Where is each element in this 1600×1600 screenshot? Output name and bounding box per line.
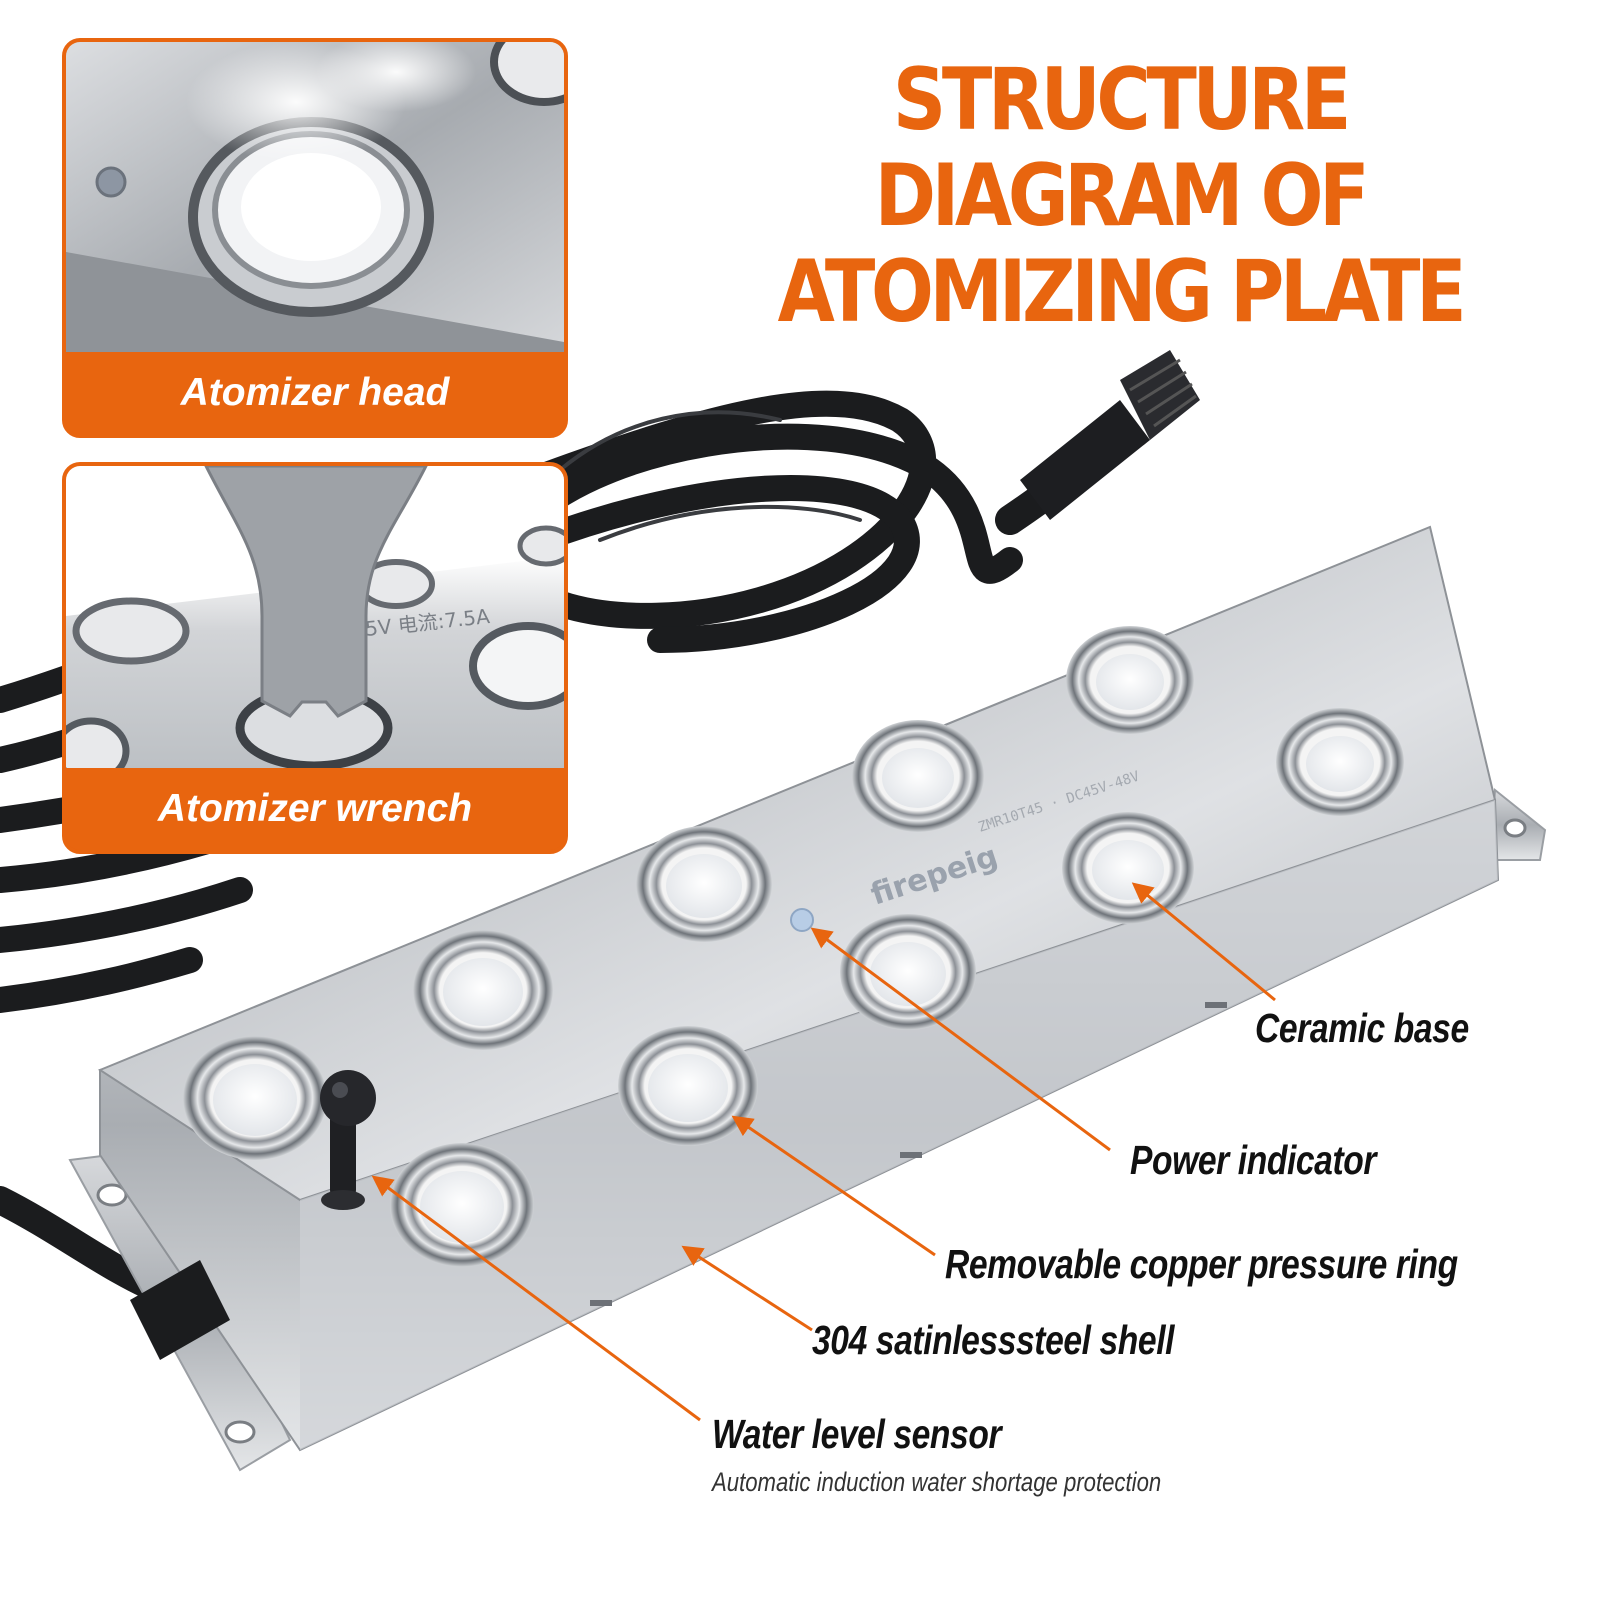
atomizer-ring <box>1066 626 1194 734</box>
atomizer-ring <box>183 1036 327 1160</box>
atomizer-ring <box>1276 708 1404 816</box>
title-line-1: Structure diagram of <box>874 50 1370 246</box>
atomizer-ring <box>618 1026 758 1146</box>
inset-caption-atomizer-head: Atomizer head <box>66 352 564 434</box>
cable-connector <box>1020 350 1200 520</box>
atomizer-wrench-closeup: 5V 电流:7.5A <box>66 466 564 770</box>
atomizer-head-closeup <box>66 42 564 354</box>
atomizer-ring <box>840 914 976 1030</box>
inset-atomizer-wrench: 5V 电流:7.5A Atomizer wrench <box>62 462 568 854</box>
atomizer-ring <box>390 1143 534 1267</box>
power-indicator-led <box>790 908 814 932</box>
label-power-indicator: Power indicator <box>1130 1137 1377 1183</box>
water-level-sensor <box>320 1070 376 1210</box>
label-ceramic-base: Ceramic base <box>1255 1005 1469 1051</box>
atomizer-ring <box>852 720 984 832</box>
title-line-2: atomizing plate <box>777 242 1467 342</box>
label-water-sensor-note: Automatic induction water shortage prote… <box>712 1467 1162 1497</box>
inset-atomizer-head: Atomizer head <box>62 38 568 438</box>
inset-caption-atomizer-wrench: Atomizer wrench <box>66 768 564 850</box>
label-shell: 304 satinlesssteel shell <box>812 1317 1175 1363</box>
atomizer-ring <box>636 826 772 942</box>
label-pressure-ring: Removable copper pressure ring <box>945 1241 1458 1287</box>
label-water-sensor: Water level sensor <box>712 1411 1002 1457</box>
page-title: Structure diagram of atomizing plate <box>742 52 1499 340</box>
atomizer-ring <box>1062 812 1194 924</box>
atomizer-ring <box>413 930 553 1050</box>
